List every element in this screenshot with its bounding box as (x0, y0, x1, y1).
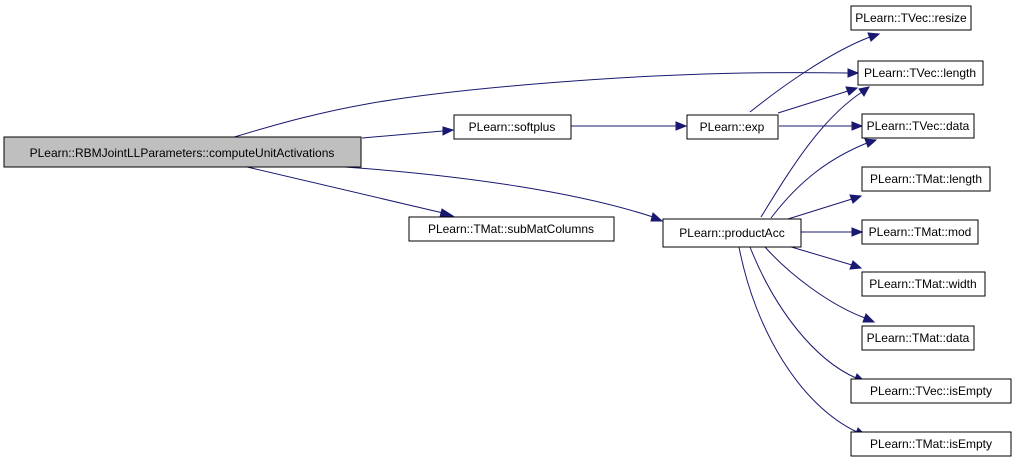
edge-productacc-to-tvec-length (760, 86, 870, 218)
node-tmat-isempty-label: PLearn::TMat::isEmpty (870, 437, 992, 451)
node-exp-label: PLearn::exp (700, 120, 765, 134)
edge-productacc-to-tmat-width (787, 245, 863, 270)
node-tmat-length-label: PLearn::TMat::length (870, 172, 982, 186)
node-tmat-width[interactable]: PLearn::TMat::width (861, 271, 986, 297)
node-tvec-length-label: PLearn::TVec::length (864, 66, 976, 80)
edge-exp-to-tvec-data (779, 121, 864, 131)
node-tmat-isempty[interactable]: PLearn::TMat::isEmpty (850, 431, 1012, 457)
node-tvec-data[interactable]: PLearn::TVec::data (861, 113, 975, 139)
edge-exp-to-tvec-length (777, 86, 859, 114)
node-submatcolumns-label: PLearn::TMat::subMatColumns (428, 222, 594, 236)
node-root-label: PLearn::RBMJointLLParameters::computeUni… (30, 146, 335, 160)
node-tvec-resize[interactable]: PLearn::TVec::resize (850, 5, 972, 31)
edge-productacc-to-tmat-data (764, 246, 876, 323)
edge-productacc-to-tvec-data (770, 138, 878, 219)
node-tmat-length[interactable]: PLearn::TMat::length (861, 166, 991, 192)
node-tvec-isempty[interactable]: PLearn::TVec::isEmpty (850, 378, 1012, 404)
edge-root-to-productacc (344, 166, 664, 222)
node-softplus-label: PLearn::softplus (469, 120, 556, 134)
node-tvec-length[interactable]: PLearn::TVec::length (857, 60, 984, 86)
node-submatcolumns[interactable]: PLearn::TMat::subMatColumns (408, 216, 615, 242)
call-edges (230, 32, 881, 437)
node-tvec-isempty-label: PLearn::TVec::isEmpty (870, 384, 992, 398)
node-exp[interactable]: PLearn::exp (686, 114, 779, 140)
edge-productacc-to-tvec-isempty (749, 246, 867, 383)
call-nodes: PLearn::RBMJointLLParameters::computeUni… (3, 5, 1012, 457)
node-tvec-data-label: PLearn::TVec::data (867, 119, 970, 133)
node-tmat-mod-label: PLearn::TMat::mod (869, 225, 972, 239)
node-tmat-data-label: PLearn::TMat::data (867, 331, 970, 345)
edge-softplus-to-exp (571, 121, 688, 131)
node-productacc[interactable]: PLearn::productAcc (662, 218, 802, 248)
node-tmat-width-label: PLearn::TMat::width (869, 277, 976, 291)
edge-exp-to-tvec-resize (749, 32, 881, 113)
node-tmat-data[interactable]: PLearn::TMat::data (861, 325, 975, 351)
edge-productacc-to-tmat-length (787, 194, 863, 220)
node-softplus[interactable]: PLearn::softplus (453, 114, 572, 140)
edge-productacc-to-tmat-isempty (738, 246, 868, 437)
node-productacc-label: PLearn::productAcc (679, 226, 784, 240)
node-root[interactable]: PLearn::RBMJointLLParameters::computeUni… (3, 136, 362, 168)
edge-productacc-to-tmat-mod (801, 227, 864, 237)
edge-root-to-softplus (361, 126, 455, 139)
node-tvec-resize-label: PLearn::TVec::resize (855, 11, 967, 25)
edge-root-to-tvec-length (230, 68, 860, 139)
node-tmat-mod[interactable]: PLearn::TMat::mod (861, 219, 979, 245)
